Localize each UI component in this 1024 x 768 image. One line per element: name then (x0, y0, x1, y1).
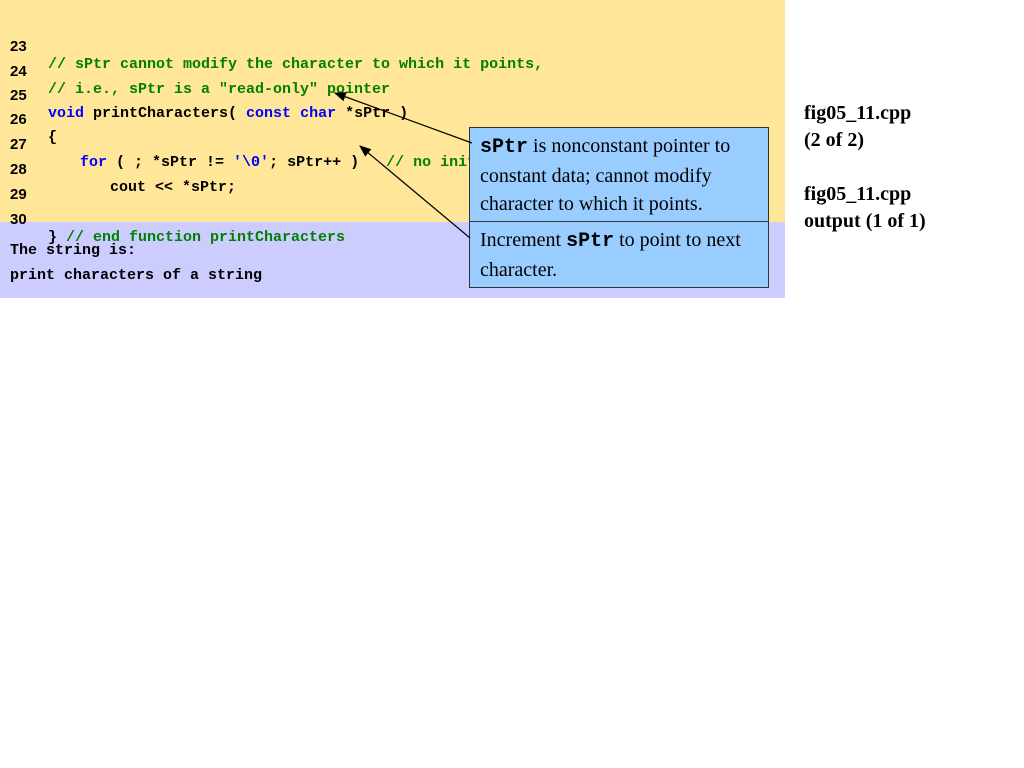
callout-nonconstant-pointer: sPtr is nonconstant pointer to constant … (469, 127, 769, 222)
code-line-29: 29 (0, 168, 27, 203)
line-number: 24 (10, 63, 27, 80)
code-text: // sPtr cannot modify the character to w… (48, 56, 544, 73)
callout-text: to point to next character. (480, 229, 741, 281)
line-number: 27 (10, 136, 27, 153)
line-number: 25 (10, 87, 27, 104)
line-number: 26 (10, 111, 27, 128)
output-line: The string is: (10, 242, 137, 259)
callout-text: is nonconstant pointer to constant data;… (480, 135, 731, 215)
line-number: 23 (10, 38, 27, 55)
callout-code: sPtr (566, 230, 615, 253)
code-line-28: 28 cout << *sPtr; (0, 143, 236, 196)
side-caption-line: fig05_11.cpp (804, 183, 912, 205)
code-plain: } (48, 229, 58, 246)
code-text: cout << *sPtr; (110, 179, 237, 196)
line-number: 30 (10, 211, 27, 228)
keyword: for (80, 154, 108, 171)
arrow-to-sptr-param (333, 92, 473, 144)
code-text: { (48, 129, 58, 146)
line-number: 29 (10, 186, 27, 203)
code-line-24: 24 // i.e., sPtr is a "read-only" pointe… (0, 45, 390, 98)
code-line-23: 23 // sPtr cannot modify the character t… (0, 20, 543, 73)
arrow-to-sptr-increment (359, 145, 471, 239)
code-comment: // end function printCharacters (57, 229, 346, 246)
code-plain: ; sPtr++ ) (269, 154, 387, 171)
string-literal: '\0' (233, 154, 270, 171)
code-text: void printCharacters( const char *sPtr ) (48, 105, 408, 122)
side-caption: fig05_11.cpp (2 of 2) fig05_11.cpp outpu… (804, 100, 926, 235)
side-caption-line: (2 of 2) (804, 129, 864, 151)
code-plain: ( ; *sPtr != (107, 154, 234, 171)
side-caption-line: output (1 of 1) (804, 210, 926, 232)
callout-text: Increment (480, 229, 567, 251)
code-text: } // end function printCharacters (48, 229, 345, 246)
callout-increment: Increment sPtr to point to next characte… (469, 221, 769, 288)
callout-code: sPtr (480, 136, 529, 159)
code-line-30: 30 } // end function printCharacters (0, 193, 345, 246)
keyword: const (246, 105, 292, 122)
keyword: char (300, 105, 337, 122)
line-number: 28 (10, 161, 27, 178)
keyword: void (48, 105, 85, 122)
side-caption-line: fig05_11.cpp (804, 102, 912, 124)
output-line: print characters of a string (10, 267, 263, 284)
code-plain: printCharacters( (84, 105, 247, 122)
code-text: // i.e., sPtr is a "read-only" pointer (48, 81, 391, 98)
code-line-25: 25 void printCharacters( const char *sPt… (0, 69, 408, 122)
code-line-26: 26 { (0, 93, 57, 146)
